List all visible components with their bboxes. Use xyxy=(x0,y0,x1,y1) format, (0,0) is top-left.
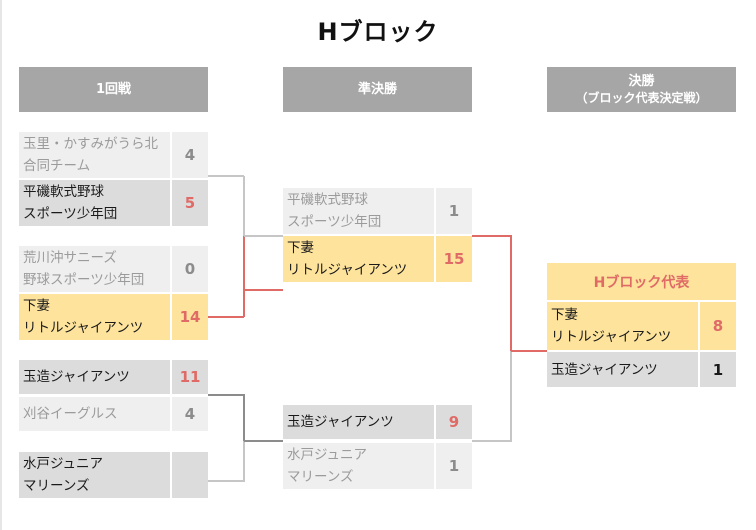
team-name-line: 平磯軟式野球 xyxy=(23,184,104,200)
team-score: 14 xyxy=(172,294,208,340)
team-score: 1 xyxy=(700,352,736,387)
team-name-line: 下妻 xyxy=(23,298,50,314)
team-name-line: 荒川沖サニーズ xyxy=(23,250,117,266)
bracket-line-r1-b-top xyxy=(208,394,245,441)
team-name: 水戸ジュニア マリーンズ xyxy=(283,443,434,489)
team-name: 玉造ジャイアンツ xyxy=(547,352,698,387)
team-name-line: 平磯軟式野球 xyxy=(287,192,368,208)
team-score: 0 xyxy=(172,246,208,292)
team-score: 4 xyxy=(172,397,208,431)
team-name-line: 野球スポーツ少年団 xyxy=(23,272,145,288)
semifinal-team-row: 水戸ジュニア マリーンズ 1 xyxy=(283,443,472,489)
team-name: 下妻 リトルジャイアンツ xyxy=(547,302,698,350)
final-team-row: 下妻 リトルジャイアンツ 8 xyxy=(547,302,736,350)
team-name-line: 水戸ジュニア xyxy=(287,447,368,463)
team-name-line: マリーンズ xyxy=(23,478,90,494)
team-name: 玉里・かすみがうら北 合同チーム xyxy=(19,132,170,178)
team-name-line: リトルジャイアンツ xyxy=(287,262,408,278)
team-name-line: 下妻 xyxy=(551,307,578,323)
team-score: 11 xyxy=(172,360,208,394)
team-name-line: スポーツ少年団 xyxy=(287,214,382,230)
column-header-final-sublabel: （ブロック代表決定戦） xyxy=(575,90,708,105)
team-score: 9 xyxy=(436,405,472,439)
column-header-semifinal: 準決勝 xyxy=(283,67,472,112)
team-name-line: 玉里・かすみがうら北 xyxy=(23,136,158,152)
team-name: 平磯軟式野球 スポーツ少年団 xyxy=(19,180,170,226)
team-name: 下妻 リトルジャイアンツ xyxy=(283,236,434,282)
bracket-line-semi-top xyxy=(472,235,512,351)
round1-team-row: 荒川沖サニーズ 野球スポーツ少年団 0 xyxy=(19,246,208,292)
team-score xyxy=(172,452,208,498)
team-name-line: リトルジャイアンツ xyxy=(551,329,672,345)
round1-team-row: 平磯軟式野球 スポーツ少年団 5 xyxy=(19,180,208,226)
team-name-line: 玉造ジャイアンツ xyxy=(551,361,658,378)
round1-team-row: 水戸ジュニア マリーンズ xyxy=(19,452,208,498)
semifinal-team-row: 下妻 リトルジャイアンツ 15 xyxy=(283,236,472,282)
team-score: 1 xyxy=(436,188,472,234)
team-name: 水戸ジュニア マリーンズ xyxy=(19,452,170,498)
team-name-line: 合同チーム xyxy=(23,158,91,174)
column-header-round1: 1回戦 xyxy=(19,67,208,112)
semifinal-team-row: 玉造ジャイアンツ 9 xyxy=(283,405,472,439)
semifinal-team-row: 平磯軟式野球 スポーツ少年団 1 xyxy=(283,188,472,234)
team-score: 1 xyxy=(436,443,472,489)
column-header-semifinal-label: 準決勝 xyxy=(357,82,397,97)
column-header-round1-label: 1回戦 xyxy=(95,82,132,97)
team-name-line: マリーンズ xyxy=(287,469,354,485)
team-score: 15 xyxy=(436,236,472,282)
column-header-final: 決勝 （ブロック代表決定戦） xyxy=(547,67,736,112)
team-score: 5 xyxy=(172,180,208,226)
page-title: Hブロック xyxy=(317,18,439,46)
team-name: 荒川沖サニーズ 野球スポーツ少年団 xyxy=(19,246,170,292)
team-name: 刈谷イーグルス xyxy=(19,397,170,431)
block-representative-label: Hブロック代表 xyxy=(547,263,736,300)
team-name-line: 玉造ジャイアンツ xyxy=(23,369,130,385)
team-name: 玉造ジャイアンツ xyxy=(19,360,170,394)
column-header-final-label: 決勝 xyxy=(628,73,655,89)
team-score: 4 xyxy=(172,132,208,178)
bracket-line-r1-b-bottom xyxy=(208,441,245,482)
team-name: 玉造ジャイアンツ xyxy=(283,405,434,439)
team-name-line: 水戸ジュニア xyxy=(23,456,104,472)
round1-team-row: 刈谷イーグルス 4 xyxy=(19,397,208,431)
round1-team-row: 玉造ジャイアンツ 11 xyxy=(19,360,208,394)
bracket-line-semi-bottom xyxy=(472,351,512,442)
team-name: 下妻 リトルジャイアンツ xyxy=(19,294,170,340)
round1-team-row: 下妻 リトルジャイアンツ 14 xyxy=(19,294,208,340)
team-name-line: 下妻 xyxy=(287,240,314,256)
team-score: 8 xyxy=(700,302,736,350)
team-name: 平磯軟式野球 スポーツ少年団 xyxy=(283,188,434,234)
team-name-line: 刈谷イーグルス xyxy=(23,406,118,422)
left-edge xyxy=(0,0,2,530)
team-name-line: スポーツ少年団 xyxy=(23,206,118,222)
team-name-line: リトルジャイアンツ xyxy=(23,320,144,336)
team-name-line: 玉造ジャイアンツ xyxy=(287,414,394,430)
final-team-row: 玉造ジャイアンツ 1 xyxy=(547,352,736,387)
round1-team-row: 玉里・かすみがうら北 合同チーム 4 xyxy=(19,132,208,178)
